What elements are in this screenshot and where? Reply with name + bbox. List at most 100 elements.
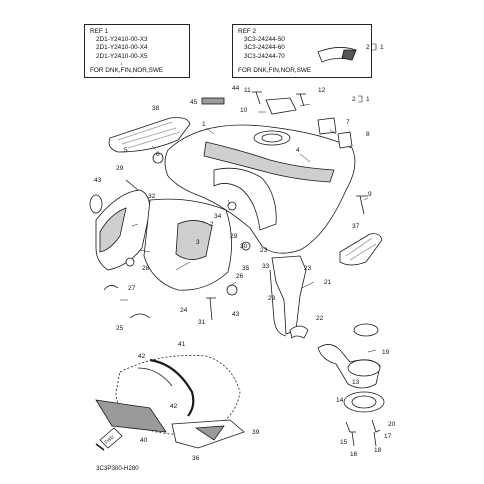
ref-1-title: REF 1 xyxy=(90,28,109,35)
fuel-tank-stripe xyxy=(203,141,335,183)
ref-2-part-3: 3C3-24244-70 xyxy=(244,52,285,60)
bolt-31 xyxy=(206,297,216,321)
ref-1-note: FOR DNK,FIN,NOR,SWE xyxy=(90,66,164,74)
pump-plate xyxy=(343,391,385,413)
tank-pad xyxy=(108,117,191,153)
side-panel-shade xyxy=(175,220,213,260)
callout-29a: 29 xyxy=(116,165,124,172)
callout-42b: 42 xyxy=(170,403,178,410)
clip-22 xyxy=(289,325,309,339)
callout-27: 27 xyxy=(128,285,136,292)
grommet-28 xyxy=(125,257,135,267)
cap-43 xyxy=(226,284,238,296)
callout-25: 25 xyxy=(116,325,124,332)
damper-8 xyxy=(337,131,353,149)
callout-44: 44 xyxy=(232,85,240,92)
diagram-code: 3C3P300-H280 xyxy=(96,465,139,472)
ref-1-part-1: 2D1-Y2410-00-X3 xyxy=(96,36,148,44)
callout-labels: 1 2 3 4 5 6 7 8 9 10 11 12 13 14 15 16 1… xyxy=(94,85,396,462)
fuel-cap-inner xyxy=(261,133,283,143)
callout-23c: 23 xyxy=(268,295,276,302)
side-cover-left xyxy=(95,189,151,271)
callout-21: 21 xyxy=(324,279,332,286)
fastener-45 xyxy=(201,97,225,105)
callout-23b: 23 xyxy=(304,265,312,272)
callout-40: 40 xyxy=(140,437,148,444)
tank-pad-texture xyxy=(117,121,181,149)
callout-39: 39 xyxy=(252,429,260,436)
callout-37: 37 xyxy=(352,223,360,230)
callout-15: 15 xyxy=(340,439,348,446)
forward-direction-icon: FWD xyxy=(95,427,123,451)
callout-41: 41 xyxy=(178,341,186,348)
lower-cover-trim xyxy=(149,358,195,417)
callout-13: 13 xyxy=(352,379,360,386)
ref-2-arrow: ↓ xyxy=(268,59,272,67)
callout-29b: 29 xyxy=(230,233,238,240)
tank-bracket xyxy=(271,255,307,335)
callout-9: 9 xyxy=(368,191,372,198)
bracket-label-1: 2 xyxy=(366,44,370,51)
callout-32: 32 xyxy=(148,193,156,200)
side-cover-left-shade xyxy=(99,207,127,253)
tank-bracket-arm xyxy=(269,269,287,337)
fwd-label: FWD xyxy=(104,434,116,445)
callout-34: 34 xyxy=(214,213,222,220)
washer-6 xyxy=(152,152,164,164)
grommet-left xyxy=(89,194,103,214)
callout-43b: 43 xyxy=(232,311,240,318)
bracket-label-2: 2 xyxy=(352,96,356,103)
callout-28: 28 xyxy=(142,265,150,272)
callout-38: 38 xyxy=(152,105,160,112)
callout-6: 6 xyxy=(156,151,160,158)
callout-36: 36 xyxy=(192,455,200,462)
callout-33: 33 xyxy=(262,263,270,270)
callout-45: 45 xyxy=(190,99,198,106)
screw-11 xyxy=(252,91,262,105)
callout-19: 19 xyxy=(382,349,390,356)
callout-24: 24 xyxy=(180,307,188,314)
callout-17: 17 xyxy=(384,433,392,440)
callout-5: 5 xyxy=(124,147,128,154)
callout-22: 22 xyxy=(316,315,324,322)
bracket-suffix-1: 1 xyxy=(380,44,384,51)
callout-12: 12 xyxy=(318,87,326,94)
callout-35: 35 xyxy=(242,265,250,272)
ref-2-part-2: 3C3-24244-60 xyxy=(244,44,285,52)
callout-43a: 43 xyxy=(94,177,102,184)
lower-cover-heat-shield xyxy=(95,399,167,433)
sender-10 xyxy=(265,97,297,115)
ref-1-arrow: ↓ xyxy=(120,59,124,67)
hose-clip-17 xyxy=(371,419,381,433)
hose-18 xyxy=(373,431,377,447)
hose-clip-15 xyxy=(345,421,356,433)
fuel-cap-ring xyxy=(253,130,291,146)
ref-2-part-1: 3C3-24244-50 xyxy=(244,36,285,44)
callout-31: 31 xyxy=(198,319,206,326)
callout-1: 1 xyxy=(202,121,206,128)
callout-30: 30 xyxy=(240,243,248,250)
callout-23a: 23 xyxy=(260,247,268,254)
callout-3: 3 xyxy=(196,239,200,246)
ref-box-1: REF 1 2D1-Y2410-00-X3 2D1-Y2410-00-X4 2D… xyxy=(84,24,190,78)
ref-1-part-3: 2D1-Y2410-00-X5 xyxy=(96,52,148,60)
pump-plate-inner xyxy=(351,395,377,409)
ref-2-strap-dark xyxy=(341,49,357,61)
callout-18: 18 xyxy=(374,447,382,454)
clip-27 xyxy=(103,285,119,291)
callout-10: 10 xyxy=(240,107,248,114)
callout-2: 2 xyxy=(210,221,214,228)
washer-34 xyxy=(227,201,237,211)
pin-29 xyxy=(125,179,139,191)
callout-14: 14 xyxy=(336,397,344,404)
callout-4: 4 xyxy=(296,147,300,154)
clip-25 xyxy=(129,313,151,319)
callout-8: 8 xyxy=(366,131,370,138)
side-cover-right-shade xyxy=(345,237,377,261)
pump-gasket xyxy=(353,323,379,337)
ref-2-note: FOR DNK,FIN,NOR,SWE xyxy=(238,66,312,74)
callout-16: 16 xyxy=(350,451,358,458)
bracket-suffix-2: 1 xyxy=(366,96,370,103)
